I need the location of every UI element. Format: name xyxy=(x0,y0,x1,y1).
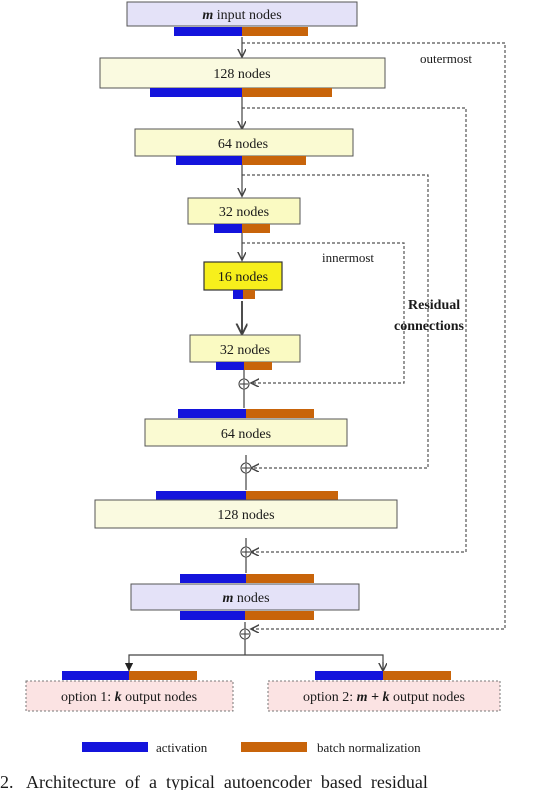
svg-text:m input nodes: m input nodes xyxy=(202,8,281,23)
innermost-label: innermost xyxy=(322,250,374,265)
svg-text:option 2: m + k output nodes: option 2: m + k output nodes xyxy=(303,690,465,705)
layer-decoder-32: 32 nodes xyxy=(189,334,301,370)
encoder-64-label: 64 nodes xyxy=(218,137,268,152)
activation-bar xyxy=(156,491,246,500)
encoder-32-label: 32 nodes xyxy=(219,205,269,220)
input-math-label: m xyxy=(202,8,213,23)
layer-input: m input nodes xyxy=(126,1,358,36)
decoder-128-label: 128 nodes xyxy=(217,508,274,523)
option2-suffix: output nodes xyxy=(390,690,465,705)
layer-decoder-64: 64 nodes xyxy=(144,409,348,447)
activation-bar xyxy=(62,671,129,680)
adder-node xyxy=(240,546,252,558)
activation-bar xyxy=(174,27,242,36)
layer-encoder-64: 64 nodes xyxy=(134,128,354,165)
residual-64-line xyxy=(242,174,429,468)
batchnorm-bar xyxy=(246,491,338,500)
residual-innermost-line xyxy=(242,242,405,383)
option1-prefix: option 1: xyxy=(61,690,115,705)
encoder-128-label: 128 nodes xyxy=(213,67,270,82)
input-label: input nodes xyxy=(213,8,281,23)
residual-outermost-line xyxy=(242,42,506,629)
layer-encoder-128: 128 nodes xyxy=(99,57,386,97)
option-1: option 1: k output nodes xyxy=(25,671,234,712)
batchnorm-bar xyxy=(242,156,306,165)
batchnorm-bar xyxy=(242,224,270,233)
figure-caption: 2. Architecture of a typical autoencoder… xyxy=(0,772,428,790)
batchnorm-bar xyxy=(246,409,314,418)
legend-batchnorm-swatch xyxy=(241,742,307,752)
residual-connections xyxy=(242,42,506,629)
activation-bar xyxy=(180,574,246,583)
legend-activation-label: activation xyxy=(156,740,208,755)
option-2: option 2: m + k output nodes xyxy=(267,671,501,712)
adders xyxy=(238,378,252,640)
residual-128-line xyxy=(242,107,467,552)
activation-bar xyxy=(214,224,242,233)
outermost-label: outermost xyxy=(420,51,472,66)
residual-label-line2: connections xyxy=(394,319,465,334)
adder-node xyxy=(238,378,250,390)
output-label: nodes xyxy=(233,591,269,606)
layer-output-m: m nodes xyxy=(130,574,360,620)
activation-bar xyxy=(216,362,244,370)
activation-bar xyxy=(315,671,383,680)
adder-node xyxy=(240,462,252,474)
layer-encoder-32: 32 nodes xyxy=(187,197,301,233)
decoder-64-label: 64 nodes xyxy=(221,427,271,442)
batchnorm-bar xyxy=(129,671,197,680)
bottleneck-label: 16 nodes xyxy=(218,270,268,285)
activation-bar xyxy=(150,88,242,97)
option1-suffix: output nodes xyxy=(122,690,197,705)
legend: activation batch normalization xyxy=(82,740,421,755)
option1-math: k xyxy=(115,690,122,705)
legend-activation-swatch xyxy=(82,742,148,752)
activation-bar xyxy=(178,409,246,418)
activation-bar xyxy=(180,611,245,620)
decoder-32-label: 32 nodes xyxy=(220,343,270,358)
output-math-label: m xyxy=(222,591,233,606)
layer-decoder-128: 128 nodes xyxy=(94,491,398,529)
residual-label-line1: Residual xyxy=(408,298,460,313)
batchnorm-bar xyxy=(246,574,314,583)
svg-text:m nodes: m nodes xyxy=(222,591,269,606)
adder-node xyxy=(239,628,251,640)
svg-text:option 1: k output nodes: option 1: k output nodes xyxy=(61,690,197,705)
batchnorm-bar xyxy=(242,27,308,36)
batchnorm-bar xyxy=(243,290,255,299)
legend-batchnorm-label: batch normalization xyxy=(317,740,421,755)
flow-lines xyxy=(124,37,383,671)
batchnorm-bar xyxy=(245,611,314,620)
activation-bar xyxy=(176,156,242,165)
batchnorm-bar xyxy=(244,362,272,370)
option2-math: m + k xyxy=(357,690,390,705)
batchnorm-bar xyxy=(242,88,332,97)
batchnorm-bar xyxy=(383,671,451,680)
option2-prefix: option 2: xyxy=(303,690,357,705)
layer-bottleneck-16: 16 nodes xyxy=(203,261,283,299)
activation-bar xyxy=(233,290,243,299)
